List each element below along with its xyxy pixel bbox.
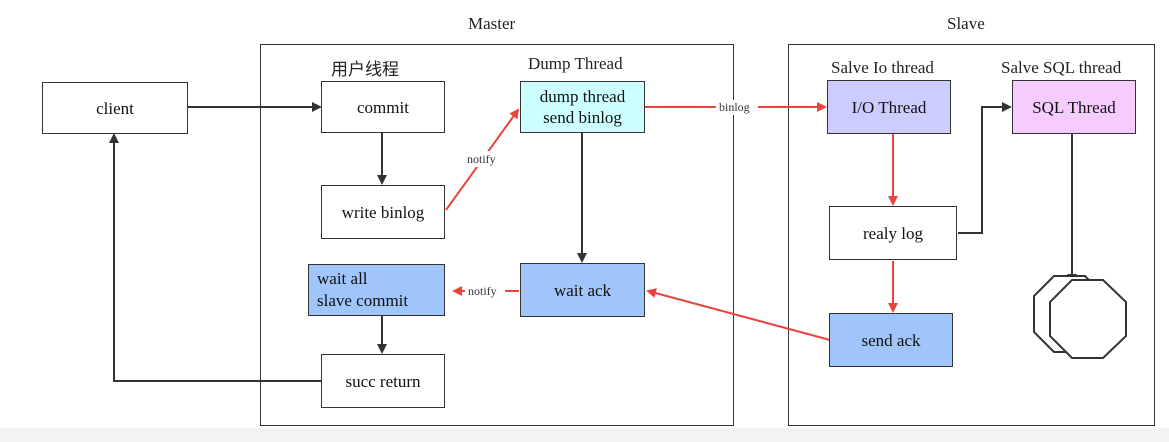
binlog-label: binlog xyxy=(719,100,750,114)
user-thread-header: 用户线程 xyxy=(331,60,399,80)
slave-frame xyxy=(788,44,1155,426)
sql-thread-box: SQL Thread xyxy=(1012,80,1136,134)
write-binlog-box: write binlog xyxy=(321,185,445,239)
client-box: client xyxy=(42,82,188,134)
edge-sendack-waitack xyxy=(646,288,831,341)
sql-thread-header: Salve SQL thread xyxy=(1001,58,1122,77)
edge-succ-client xyxy=(109,133,321,382)
octagon-front-shape xyxy=(1049,279,1127,359)
slave-title: Slave xyxy=(947,14,985,33)
io-thread-header: Salve Io thread xyxy=(831,58,934,77)
edge-relay-sql xyxy=(958,102,1012,234)
succ-return-box: succ return xyxy=(321,354,445,408)
relay-log-box: realy log xyxy=(829,206,957,260)
send-ack-box: send ack xyxy=(829,313,953,367)
notify-label-2: notify xyxy=(468,284,497,298)
dump-send-binlog-box: dump thread send binlog xyxy=(520,81,645,133)
notify-label-1: notify xyxy=(467,152,496,166)
io-thread-box: I/O Thread xyxy=(827,80,951,134)
wait-all-slave-commit-box: wait all slave commit xyxy=(308,264,445,316)
wait-ack-box: wait ack xyxy=(520,263,645,317)
footer-strip xyxy=(0,428,1169,442)
dump-thread-header: Dump Thread xyxy=(528,54,623,73)
commit-box: commit xyxy=(321,81,445,133)
master-title: Master xyxy=(468,14,516,33)
master-frame xyxy=(260,44,734,426)
